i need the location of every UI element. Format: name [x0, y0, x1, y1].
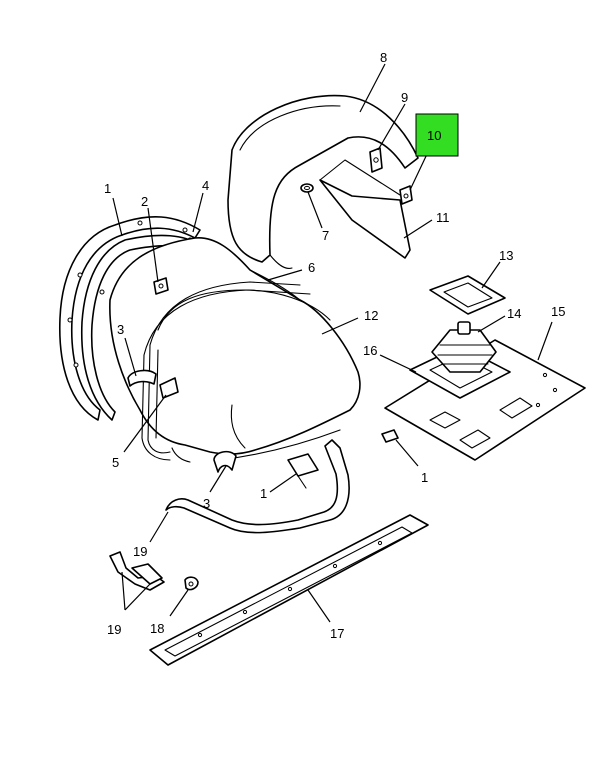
part-12-main-housing [109, 237, 361, 463]
part-19-brackets [109, 551, 165, 591]
part-18-grommet [184, 576, 199, 591]
callout-1-left: 1 [104, 181, 111, 196]
callout-labels: 8 9 11 7 1 2 4 6 12 3 5 3 1 19 19 18 17 … [104, 50, 565, 641]
part-1-clip-right [381, 429, 399, 443]
part-3-clamp-lower [213, 450, 237, 473]
part-11-side-panel [319, 159, 411, 259]
part-14-shift-boot [431, 321, 497, 373]
callout-4: 4 [202, 178, 209, 193]
part-19-rod [165, 439, 350, 534]
highlight-box [415, 113, 459, 157]
callout-14: 14 [507, 306, 521, 321]
callout-13: 13 [499, 248, 513, 263]
callout-12: 12 [364, 308, 378, 323]
callout-15: 15 [551, 304, 565, 319]
callout-11: 11 [436, 210, 450, 225]
leader-lines [112, 63, 553, 623]
part-9-bracket [369, 147, 383, 173]
part-6-seal-strips [141, 281, 341, 461]
callout-18: 18 [150, 621, 164, 636]
part-13-boot-retainer [429, 275, 506, 315]
callout-1-lower: 1 [260, 486, 267, 501]
callout-3-upper: 3 [117, 322, 124, 337]
callout-9: 9 [401, 90, 408, 105]
callout-7: 7 [322, 228, 329, 243]
callout-16: 16 [363, 343, 377, 358]
part-7-grommet [300, 183, 314, 193]
callout-6: 6 [308, 260, 315, 275]
part-8-hood-cover [227, 94, 419, 269]
callout-1-right: 1 [421, 470, 428, 485]
callout-19-upper: 19 [133, 544, 147, 559]
part-10-clip [399, 185, 413, 205]
part-1-bracket-lower [287, 453, 319, 489]
part-5-strap [159, 377, 179, 399]
callout-10-highlight[interactable]: 10 [415, 113, 459, 157]
callout-17: 17 [330, 626, 344, 641]
part-17-base-plate [149, 514, 429, 666]
callout-10: 10 [427, 128, 441, 143]
callout-19-lower: 19 [107, 622, 121, 637]
callout-2: 2 [141, 194, 148, 209]
callout-5: 5 [112, 455, 119, 470]
callout-3-lower: 3 [203, 496, 210, 511]
callout-8: 8 [380, 50, 387, 65]
